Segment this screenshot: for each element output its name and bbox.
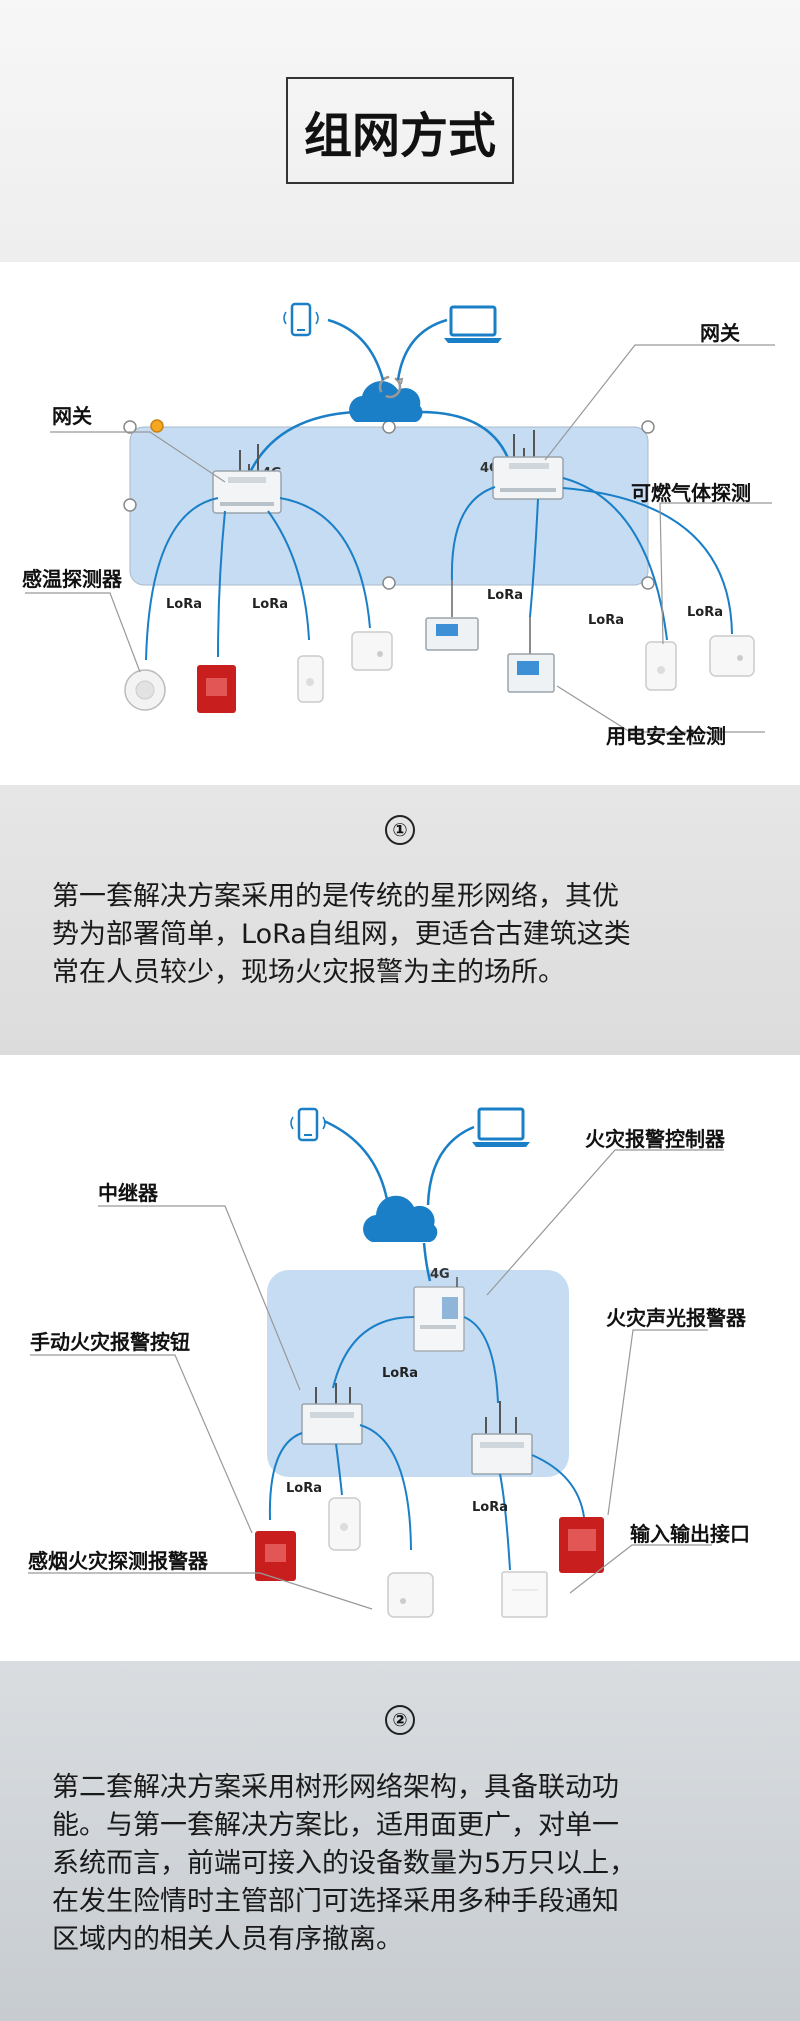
section-number-1: ①: [385, 815, 415, 845]
gateway-device-left: [212, 444, 282, 514]
label-manual-alarm-button: 手动火灾报警按钮: [30, 1330, 190, 1354]
diagram-tree-svg: 4G: [28, 1107, 750, 1618]
lora-label-3: LoRa: [472, 1500, 508, 1515]
phone-icon: [290, 1107, 326, 1142]
gateway-device-right: [492, 430, 564, 500]
label-gateway-left: 网关: [52, 404, 92, 428]
fire-alarm-controller-device: [413, 1277, 465, 1352]
4g-label: 4G: [430, 1267, 450, 1282]
description-section-2: ② 第二套解决方案采用树形网络架构，具备联动功 能。与第一套解决方案比，适用面更…: [0, 1661, 800, 2021]
lora-links: [268, 1316, 585, 1571]
cloud-icon: [363, 1195, 438, 1242]
header-section: 组网方式: [0, 0, 800, 262]
selection-handles: [123, 420, 655, 590]
smoke-detector-device: [387, 1572, 434, 1618]
text-line: 区域内的相关人员有序撤离。: [52, 1924, 403, 1955]
label-io-interface: 输入输出接口: [630, 1522, 750, 1546]
label-electrical-safety: 用电安全检测: [606, 724, 726, 748]
lora-label-1: LoRa: [166, 597, 202, 612]
manual-alarm-button-device: [255, 1531, 296, 1581]
cloud-links: [323, 1119, 475, 1282]
diagram-star-svg: 4G 4G: [22, 302, 775, 748]
text-line: 常在人员较少，现场火灾报警为主的场所。: [52, 957, 565, 988]
electrical-monitor-device-2: [507, 617, 555, 693]
network-area: [129, 426, 649, 586]
text-line: 势为部署简单，LoRa自组网，更适合古建筑这类: [52, 919, 631, 950]
label-sounder-strobe: 火灾声光报警器: [606, 1306, 747, 1330]
label-gas-detector: 可燃气体探测: [631, 481, 751, 505]
cloud-icon: [349, 381, 423, 422]
smoke-detector-device-1: [351, 631, 393, 671]
lora-label-1: LoRa: [382, 1366, 418, 1381]
sounder-strobe-device: [559, 1517, 604, 1573]
page-title: 组网方式: [286, 77, 514, 184]
sync-icon: [378, 375, 404, 399]
label-heat-detector: 感温探测器: [22, 567, 123, 591]
label-fire-alarm-controller: 火灾报警控制器: [585, 1127, 726, 1151]
description-text-1: 第一套解决方案采用的是传统的星形网络，其优 势为部署简单，LoRa自组网，更适合…: [52, 878, 757, 992]
gas-detector-device-1: [297, 655, 324, 703]
text-line: 第二套解决方案采用树形网络架构，具备联动功: [52, 1772, 619, 1803]
lora-label-3: LoRa: [487, 588, 523, 603]
gas-detector-device: [328, 1497, 361, 1551]
electrical-monitor-device-1: [425, 580, 479, 651]
lora-links: [145, 477, 733, 661]
callout-lines: [28, 1149, 724, 1610]
io-interface-device: [501, 1571, 548, 1618]
text-line: 系统而言，前端可接入的设备数量为5万只以上，: [52, 1848, 637, 1879]
text-line: 第一套解决方案采用的是传统的星形网络，其优: [52, 881, 619, 912]
lora-label-4: LoRa: [588, 613, 624, 628]
diagram-tree-network: 4G: [0, 1055, 800, 1661]
diagram-star-network: 4G 4G: [0, 262, 800, 785]
relay-device-right: [471, 1401, 533, 1475]
lora-label-2: LoRa: [286, 1481, 322, 1496]
manual-alarm-button-device: [197, 665, 236, 713]
label-gateway-right: 网关: [700, 321, 740, 345]
phone-icon: [283, 302, 319, 337]
lora-label-5: LoRa: [687, 605, 723, 620]
label-smoke-detector: 感烟火灾探测报警器: [28, 1549, 209, 1573]
laptop-icon: [472, 1107, 530, 1147]
laptop-icon: [444, 305, 502, 343]
callout-lines: [25, 344, 775, 733]
label-relay: 中继器: [98, 1181, 159, 1205]
text-line: 在发生险情时主管部门可选择采用多种手段通知: [52, 1886, 619, 1917]
description-section-1: ① 第一套解决方案采用的是传统的星形网络，其优 势为部署简单，LoRa自组网，更…: [0, 785, 800, 1055]
heat-detector-device: [124, 669, 166, 711]
section-number-2: ②: [385, 1705, 415, 1735]
relay-device-left: [301, 1383, 363, 1445]
smoke-detector-device-2: [709, 635, 755, 677]
text-line: 能。与第一套解决方案比，适用面更广，对单一: [52, 1810, 619, 1841]
gas-detector-device-2: [645, 641, 677, 691]
description-text-2: 第二套解决方案采用树形网络架构，具备联动功 能。与第一套解决方案比，适用面更广，…: [52, 1769, 757, 1959]
anchor-handle: [150, 419, 164, 433]
lora-label-2: LoRa: [252, 597, 288, 612]
